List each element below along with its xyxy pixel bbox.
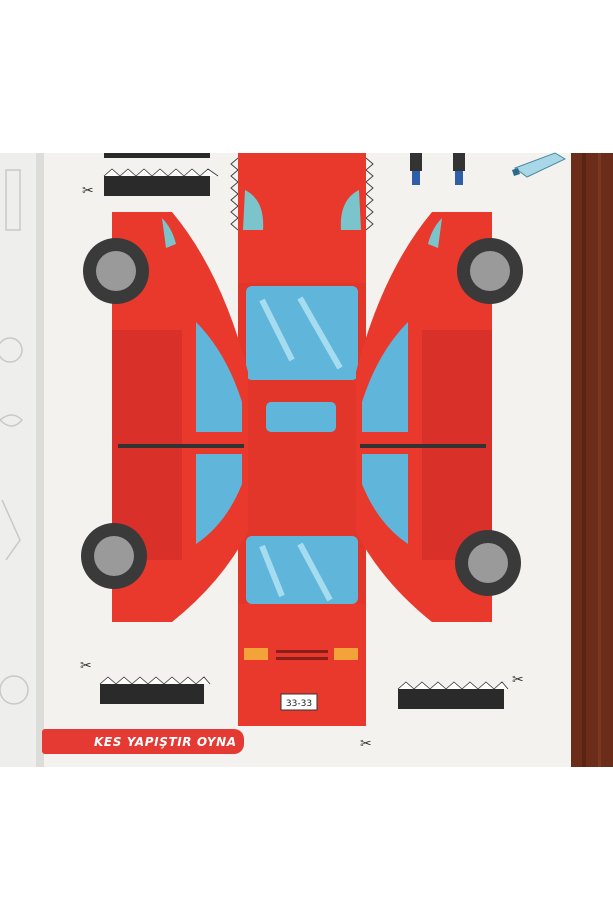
scissors-icon: ✂ (360, 736, 372, 752)
banner-text: KES YAPIŞTIR OYNA (94, 734, 237, 749)
wooden-table (570, 153, 613, 767)
scissors-icon: ✂ (82, 183, 94, 199)
top-left-glue-tab (103, 168, 219, 196)
bottom-right-glue-tab (397, 681, 509, 709)
brand-banner: KES YAPIŞTIR OYNA (42, 729, 244, 754)
glue-icon (512, 152, 567, 178)
car-center-strip: 33-33 (230, 153, 374, 726)
bottom-left-glue-tab (99, 676, 211, 704)
car-right-side (356, 212, 523, 622)
scissors-icon: ✂ (512, 672, 524, 688)
license-plate-text: 33-33 (286, 699, 312, 709)
scissors-icon: ✂ (80, 658, 92, 674)
marker-icon (410, 153, 465, 185)
car-left-side (81, 212, 248, 622)
